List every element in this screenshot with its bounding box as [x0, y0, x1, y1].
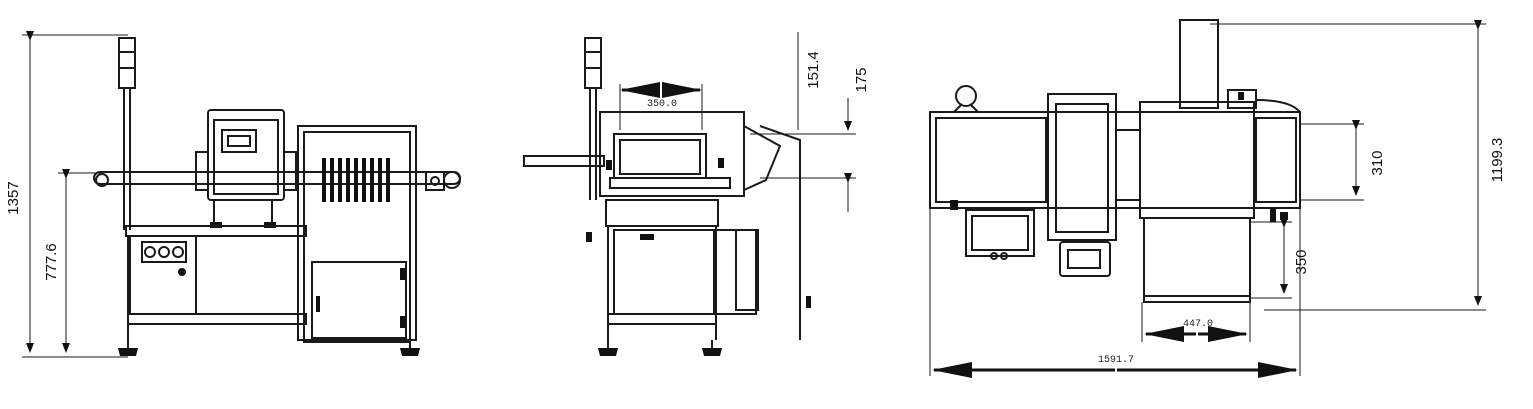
- side-view: 151.4 175 350.0: [523, 32, 870, 356]
- dim-overall-depth: 1199.3: [1489, 138, 1506, 183]
- dim-conveyor-height: 777.6: [43, 243, 60, 281]
- dim-aperture-width: 350.0: [647, 99, 677, 110]
- dim-detector-depth: 350: [1293, 249, 1310, 274]
- dim-top-offset: 151.4: [805, 51, 822, 89]
- dim-aperture-length: 310: [1369, 150, 1386, 175]
- dim-top-offset-2: 175: [853, 67, 870, 92]
- dim-overall-height: 1357: [5, 181, 22, 214]
- front-view: 1357 777.6: [5, 31, 461, 358]
- dim-detector-width: 447.0: [1183, 319, 1213, 330]
- top-view: 1199.3 310 350 447.0 1591.7: [929, 19, 1506, 378]
- dim-overall-length: 1591.7: [1098, 355, 1134, 366]
- cabinet-vents: [322, 158, 390, 202]
